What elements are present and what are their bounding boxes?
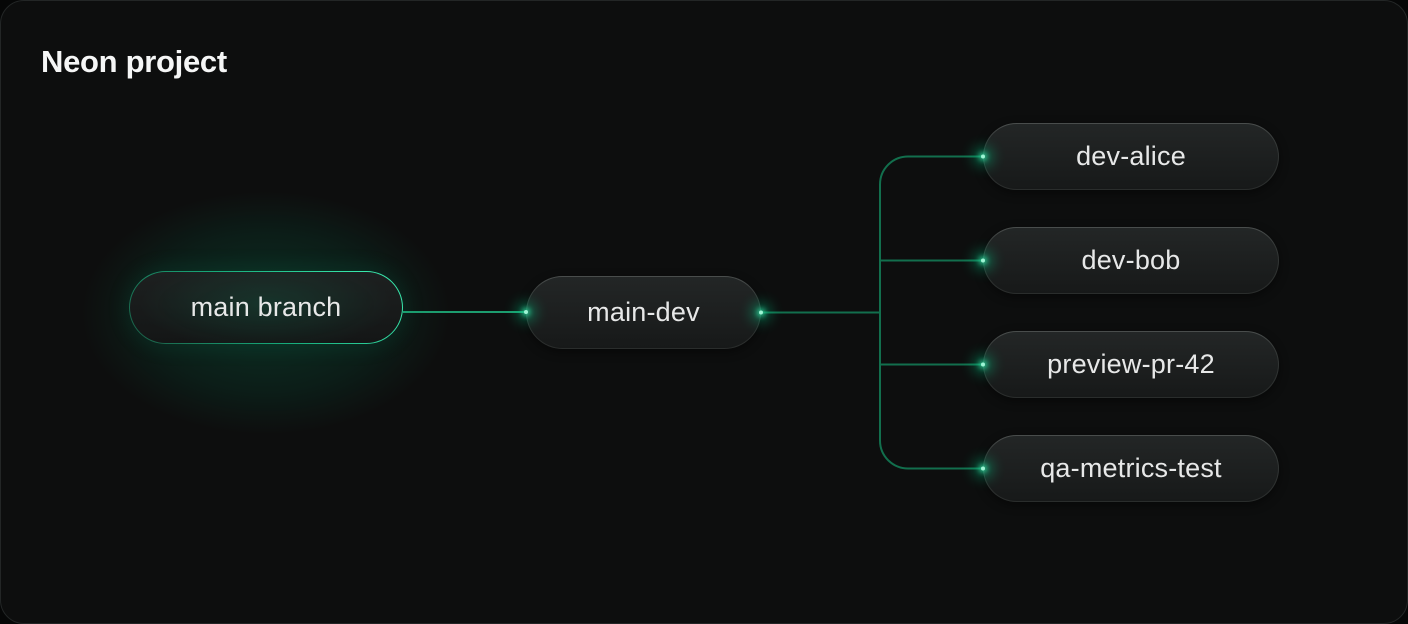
branch-node-main-branch[interactable]: main branch [129,271,403,344]
branch-node-label: preview-pr-42 [1047,349,1215,379]
branch-node-label: main-dev [587,297,700,327]
branch-node-label: qa-metrics-test [1040,453,1222,483]
branch-node-dev-alice[interactable]: dev-alice [983,123,1279,190]
edge-trunk-down-qa-metrics-test [879,312,983,470]
branch-node-label: main branch [190,292,342,322]
branch-node-preview-pr-42[interactable]: preview-pr-42 [983,331,1279,398]
branch-node-main-dev[interactable]: main-dev [526,276,761,349]
branch-node-label: dev-bob [1081,245,1181,275]
branch-node-dev-bob[interactable]: dev-bob [983,227,1279,294]
page-title: Neon project [41,44,227,79]
branch-node-qa-metrics-test[interactable]: qa-metrics-test [983,435,1279,502]
edge-trunk-up-dev-alice [879,155,983,313]
branch-node-label: dev-alice [1076,141,1186,171]
